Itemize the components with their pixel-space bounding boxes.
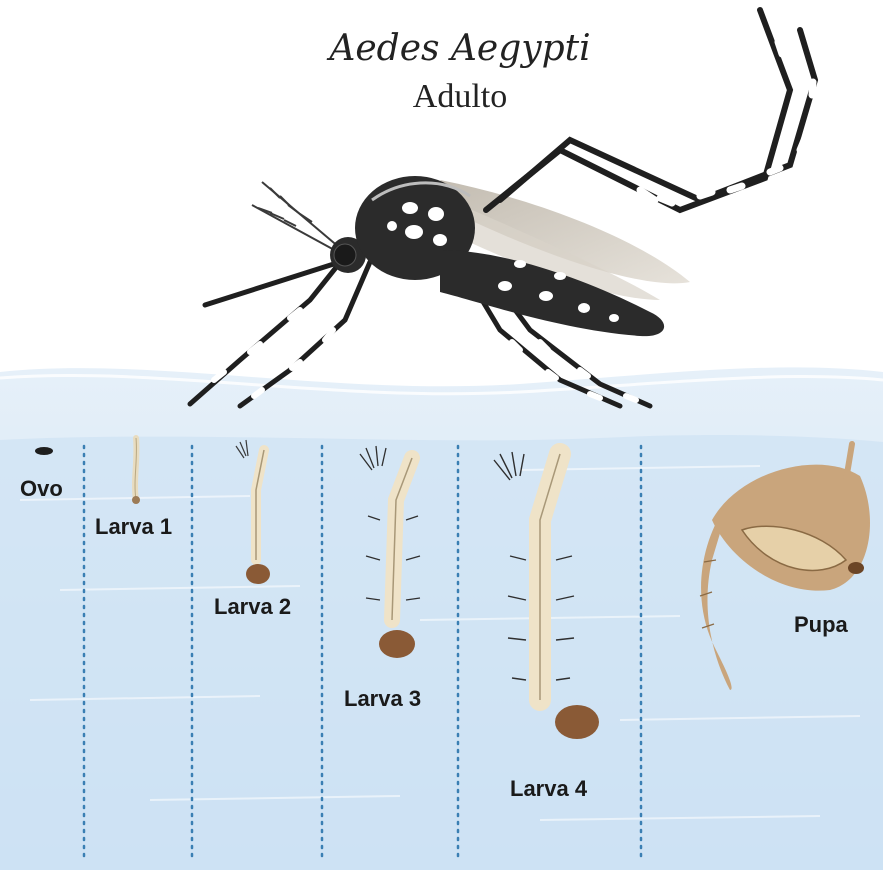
egg [35,447,53,455]
stage-label-pupa: Pupa [794,612,848,638]
stage-label-larva-1: Larva 1 [95,514,172,540]
adult-stage-title: Adulto [300,78,620,116]
stage-label-larva-4: Larva 4 [510,776,587,802]
stage-label-larva-3: Larva 3 [344,686,421,712]
species-title: Aedes Aegypti [300,28,620,69]
stage-label-larva-2: Larva 2 [214,594,291,620]
water [0,367,883,870]
adult-mosquito [190,10,815,406]
stage-label-ovo: Ovo [20,476,63,502]
